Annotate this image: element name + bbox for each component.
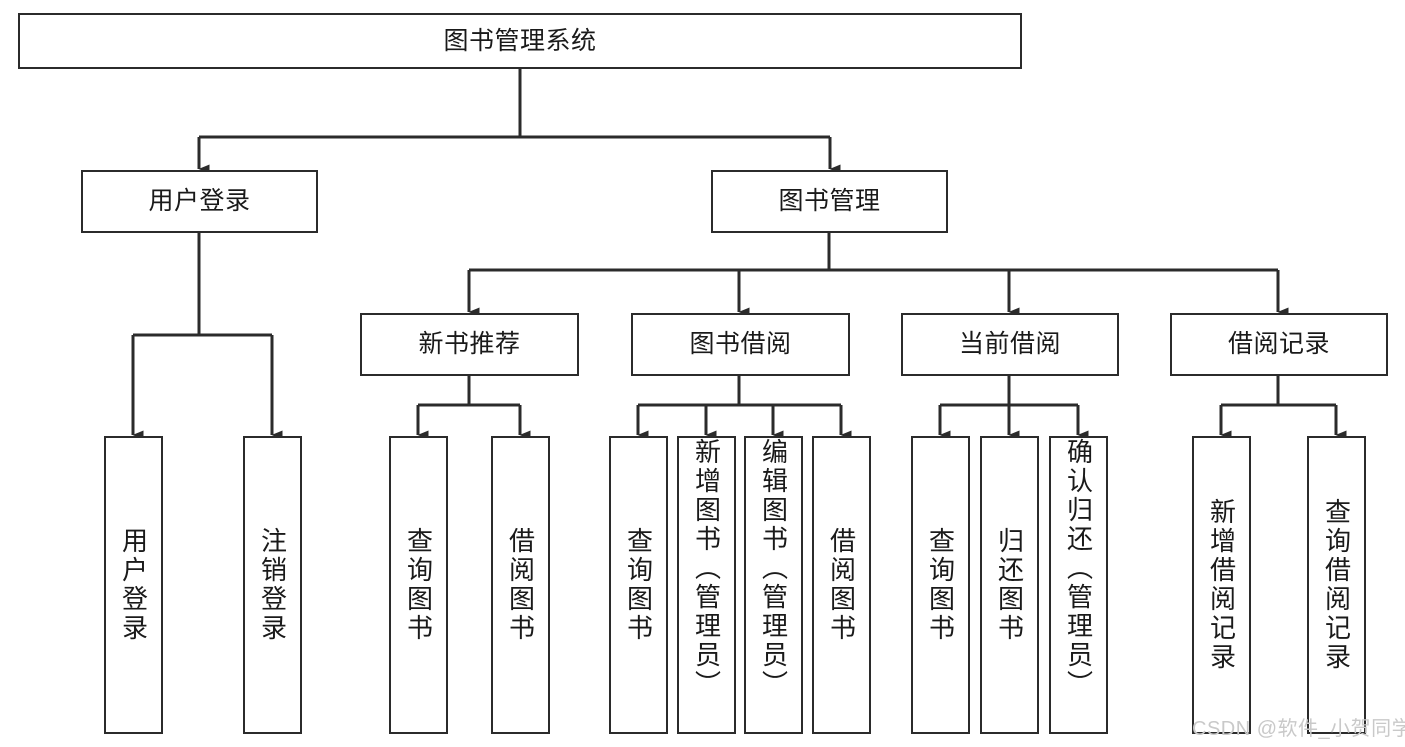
node-leaf-return-book-label: 归还图书 bbox=[994, 527, 1025, 643]
node-current-borrow-label: 当前借阅 bbox=[958, 330, 1061, 358]
node-leaf-add-book[interactable]: 新增图书（管理员） bbox=[677, 436, 736, 734]
node-leaf-edit-book-label: 编辑图书（管理员） bbox=[758, 438, 789, 699]
node-leaf-return-book[interactable]: 归还图书 bbox=[980, 436, 1039, 734]
node-leaf-query-book-2[interactable]: 查询图书 bbox=[609, 436, 668, 734]
node-book-management[interactable]: 图书管理 bbox=[711, 170, 948, 233]
node-leaf-borrow-book-1[interactable]: 借阅图书 bbox=[491, 436, 550, 734]
node-book-management-label: 图书管理 bbox=[778, 187, 881, 215]
node-leaf-query-book-3[interactable]: 查询图书 bbox=[911, 436, 970, 734]
node-leaf-borrow-book-2[interactable]: 借阅图书 bbox=[812, 436, 871, 734]
node-leaf-user-login[interactable]: 用户登录 bbox=[104, 436, 163, 734]
node-current-borrow[interactable]: 当前借阅 bbox=[901, 313, 1119, 376]
node-leaf-confirm-return-label: 确认归还（管理员） bbox=[1063, 438, 1094, 699]
node-book-borrow-label: 图书借阅 bbox=[689, 330, 792, 358]
node-book-borrow[interactable]: 图书借阅 bbox=[631, 313, 850, 376]
node-leaf-edit-book[interactable]: 编辑图书（管理员） bbox=[744, 436, 803, 734]
node-user-login-label: 用户登录 bbox=[148, 187, 251, 215]
node-leaf-query-record-label: 查询借阅记录 bbox=[1321, 498, 1352, 672]
node-root[interactable]: 图书管理系统 bbox=[18, 13, 1022, 69]
csdn-watermark: CSDN @软件_小贺同学 bbox=[1192, 718, 1405, 740]
node-new-book-recommend-label: 新书推荐 bbox=[418, 330, 521, 358]
node-leaf-confirm-return[interactable]: 确认归还（管理员） bbox=[1049, 436, 1108, 734]
node-leaf-add-book-label: 新增图书（管理员） bbox=[691, 438, 722, 699]
node-leaf-add-record[interactable]: 新增借阅记录 bbox=[1192, 436, 1251, 734]
node-leaf-query-book-1[interactable]: 查询图书 bbox=[389, 436, 448, 734]
node-leaf-user-login-label: 用户登录 bbox=[118, 527, 149, 643]
node-borrow-record[interactable]: 借阅记录 bbox=[1170, 313, 1388, 376]
node-leaf-borrow-book-2-label: 借阅图书 bbox=[826, 527, 857, 643]
node-root-label: 图书管理系统 bbox=[443, 26, 597, 55]
node-leaf-borrow-book-1-label: 借阅图书 bbox=[505, 527, 536, 643]
node-leaf-query-book-1-label: 查询图书 bbox=[403, 527, 434, 643]
node-leaf-logout-login[interactable]: 注销登录 bbox=[243, 436, 302, 734]
node-leaf-query-book-3-label: 查询图书 bbox=[925, 527, 956, 643]
node-leaf-add-record-label: 新增借阅记录 bbox=[1206, 498, 1237, 672]
node-leaf-query-record[interactable]: 查询借阅记录 bbox=[1307, 436, 1366, 734]
node-leaf-logout-login-label: 注销登录 bbox=[257, 527, 288, 643]
node-leaf-query-book-2-label: 查询图书 bbox=[623, 527, 654, 643]
node-borrow-record-label: 借阅记录 bbox=[1227, 330, 1330, 358]
node-new-book-recommend[interactable]: 新书推荐 bbox=[360, 313, 579, 376]
node-user-login[interactable]: 用户登录 bbox=[81, 170, 318, 233]
